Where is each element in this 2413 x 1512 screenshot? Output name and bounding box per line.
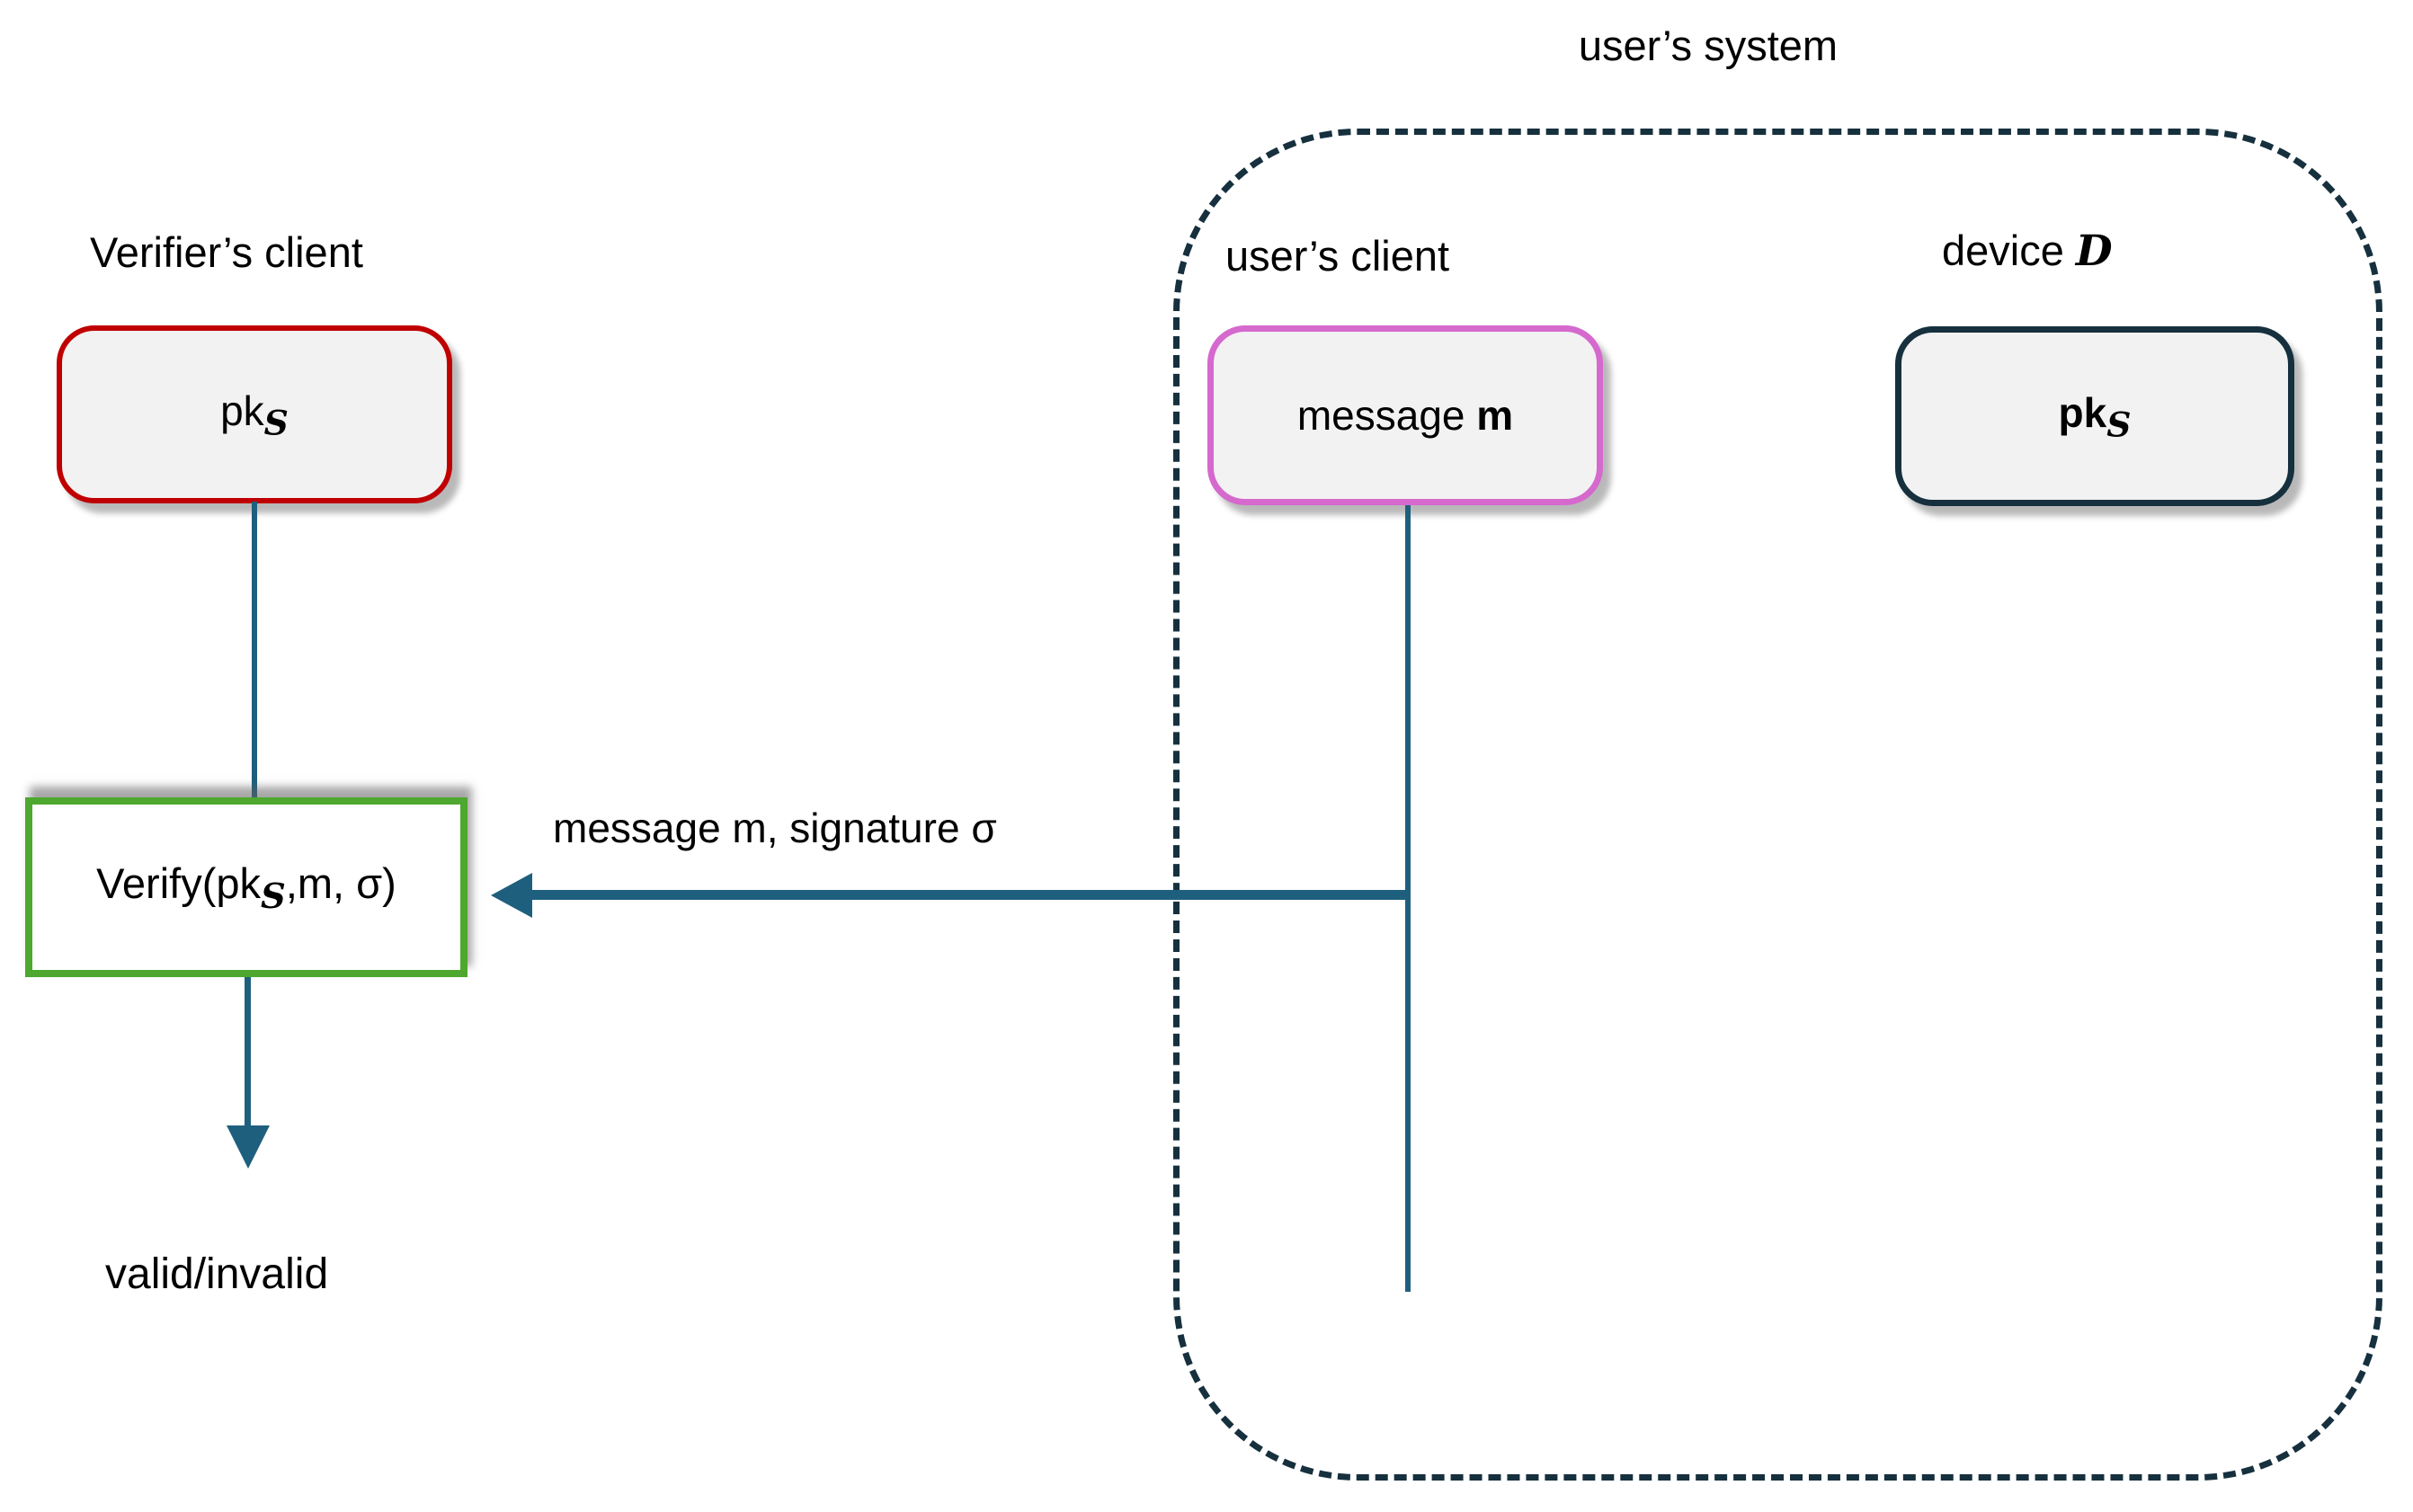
users-system-label: user’s system (1578, 22, 1839, 69)
verify-output-arrowhead-icon (227, 1125, 270, 1169)
verifier-pk-text: pkS (220, 387, 289, 443)
device-pk-box: pkS (1895, 326, 2294, 506)
message-arrowhead-icon (491, 873, 532, 918)
message-arrow-shaft (529, 890, 1408, 900)
verify-text: Verify(pkS,m, σ) (96, 858, 396, 917)
result-label: valid/invalid (105, 1250, 329, 1298)
verifier-client-label: Verifier’s client (90, 228, 363, 276)
verify-box: Verify(pkS,m, σ) (25, 797, 467, 977)
device-label: device D (1942, 227, 2113, 276)
users-client-label: user’s client (1225, 232, 1450, 280)
users-system-boundary (1173, 129, 2382, 1481)
message-text: message m (1296, 392, 1514, 439)
verifier-pk-to-verify-line (252, 502, 257, 800)
users-client-lifeline (1405, 505, 1411, 1292)
verify-output-line (245, 977, 251, 1130)
message-arrow-label: message m, signature σ (553, 805, 997, 851)
message-box: message m (1207, 325, 1603, 505)
verifier-pk-box: pkS (57, 325, 452, 503)
device-pk-text: pkS (2058, 388, 2132, 445)
